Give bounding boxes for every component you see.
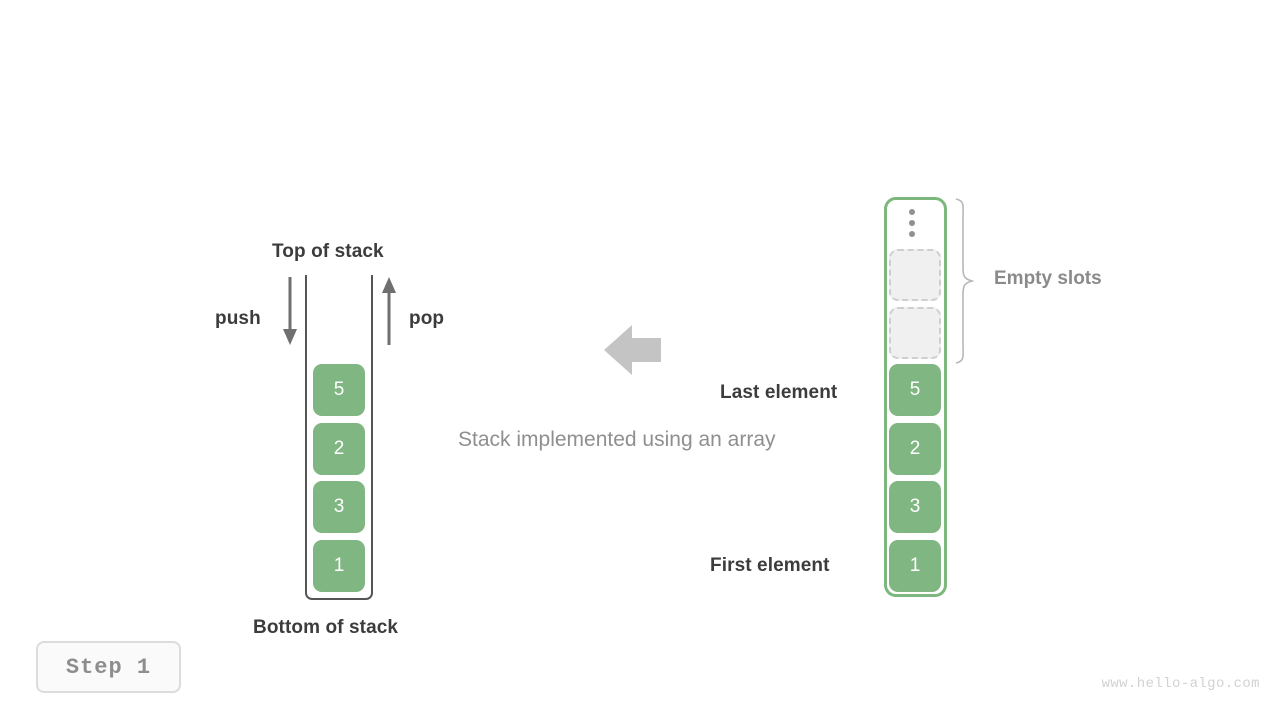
vertical-ellipsis-icon [909, 209, 918, 238]
step-badge: Step 1 [36, 641, 181, 693]
pop-label: pop [409, 308, 445, 329]
empty-slots-label: Empty slots [994, 268, 1102, 289]
first-element-label: First element [710, 555, 830, 576]
array-container-frame [884, 197, 947, 597]
push-arrow-icon [283, 277, 297, 345]
transform-left-arrow-icon [604, 325, 661, 375]
stack-cell: 1 [313, 540, 365, 592]
watermark: www.hello-algo.com [1101, 676, 1260, 692]
array-cell: 2 [889, 423, 941, 475]
last-element-label: Last element [720, 382, 838, 403]
array-cell: 3 [889, 481, 941, 533]
pop-arrow-icon [382, 277, 396, 345]
diagram-caption: Stack implemented using an array [458, 428, 776, 451]
push-label: push [215, 308, 261, 329]
stack-cell: 3 [313, 481, 365, 533]
stack-cell: 2 [313, 423, 365, 475]
empty-slot [889, 307, 941, 359]
stack-container-walls [305, 275, 373, 600]
top-of-stack-label: Top of stack [272, 241, 384, 262]
empty-slots-brace-icon [955, 198, 974, 364]
bottom-of-stack-label: Bottom of stack [253, 617, 399, 638]
array-cell: 5 [889, 364, 941, 416]
empty-slot [889, 249, 941, 301]
array-cell: 1 [889, 540, 941, 592]
stack-cell: 5 [313, 364, 365, 416]
